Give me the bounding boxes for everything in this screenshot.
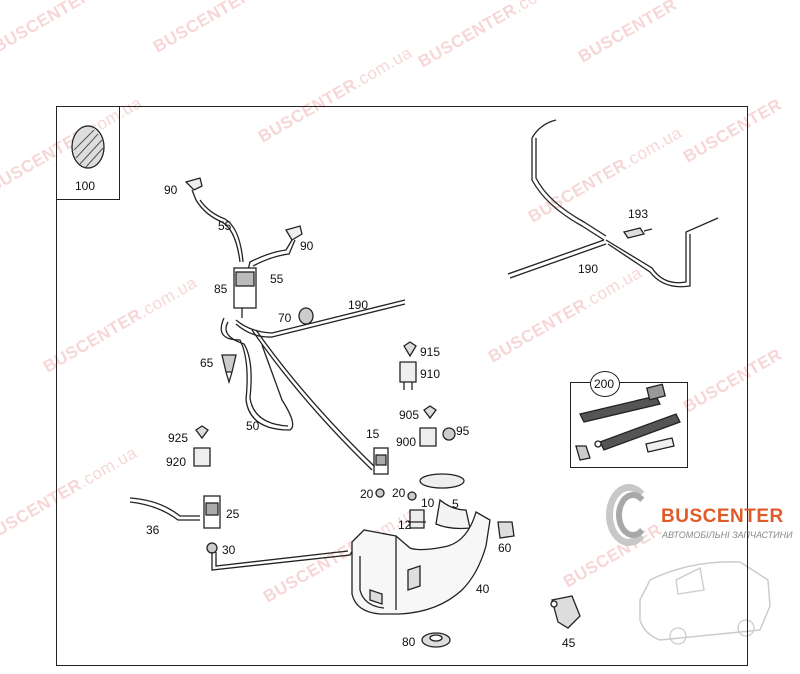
part-label-12: 12 — [398, 518, 412, 532]
part-label-45: 45 — [562, 636, 576, 650]
part-label-95: 95 — [456, 424, 470, 438]
hose-drawing — [195, 199, 241, 263]
hose-drawing — [531, 138, 605, 241]
diagram-frame — [56, 106, 748, 666]
part-label-70: 70 — [278, 311, 292, 325]
part-label-100: 100 — [75, 179, 96, 193]
bracket-drawing — [551, 595, 581, 629]
logo-tagline: АВТОМОБІЛЬНІ ЗАПЧАСТИНИ — [662, 530, 793, 540]
part-label-193: 193 — [628, 207, 649, 221]
part-label-905: 905 — [399, 408, 420, 422]
part-label-50: 50 — [246, 419, 260, 433]
part-label-55: 55 — [218, 219, 232, 233]
nozzle-drawing — [184, 177, 203, 191]
part-label-15: 15 — [366, 427, 380, 441]
nozzle-drawing — [285, 225, 303, 241]
hose-drawing — [579, 395, 661, 423]
part-label-20: 20 — [392, 486, 406, 500]
kit-box — [570, 382, 688, 468]
hose-drawing — [129, 497, 200, 517]
part-label-25: 25 — [226, 507, 240, 521]
connector-drawing — [399, 361, 417, 383]
part-label-190: 190 — [578, 262, 599, 276]
part-label-200: 200 — [594, 377, 615, 391]
part-label-10: 10 — [421, 496, 435, 510]
reservoir-cap-drawing — [419, 473, 465, 489]
part-label-900: 900 — [396, 435, 417, 449]
part-label-36: 36 — [146, 523, 160, 537]
part-label-80: 80 — [402, 635, 416, 649]
part-label-190: 190 — [348, 298, 369, 312]
hose-drawing — [235, 299, 406, 334]
part-label-925: 925 — [168, 431, 189, 445]
grommet-drawing — [442, 427, 456, 441]
part-label-30: 30 — [222, 543, 236, 557]
part-label-915: 915 — [420, 345, 441, 359]
part-label-90: 90 — [300, 239, 314, 253]
connector-drawing — [622, 227, 646, 239]
connector-drawing — [575, 445, 591, 461]
reservoir-drawing — [351, 511, 491, 615]
logo-mark — [606, 484, 652, 546]
grommet-drawing — [497, 521, 515, 539]
connector-drawing — [193, 447, 211, 467]
part-label-65: 65 — [200, 356, 214, 370]
part-label-85: 85 — [214, 282, 228, 296]
part-label-60: 60 — [498, 541, 512, 555]
part-label-910: 910 — [420, 367, 441, 381]
part-label-920: 920 — [166, 455, 187, 469]
clip-drawing — [298, 307, 314, 325]
part-label-90: 90 — [164, 183, 178, 197]
part-label-5: 5 — [452, 497, 459, 511]
logo-name: BUSCENTER — [661, 506, 784, 527]
part-label-40: 40 — [476, 582, 490, 596]
connector-drawing — [419, 427, 437, 447]
brand-logo: BUSCENTER АВТОМОБІЛЬНІ ЗАПЧАСТИНИ — [606, 484, 796, 554]
hose-drawing — [220, 317, 294, 431]
logo-mark-inner — [616, 492, 650, 538]
van-illustration — [639, 561, 771, 641]
inset-box — [56, 106, 120, 200]
part-label-55: 55 — [270, 272, 284, 286]
part-label-20: 20 — [360, 487, 374, 501]
kit-badge — [590, 371, 620, 397]
